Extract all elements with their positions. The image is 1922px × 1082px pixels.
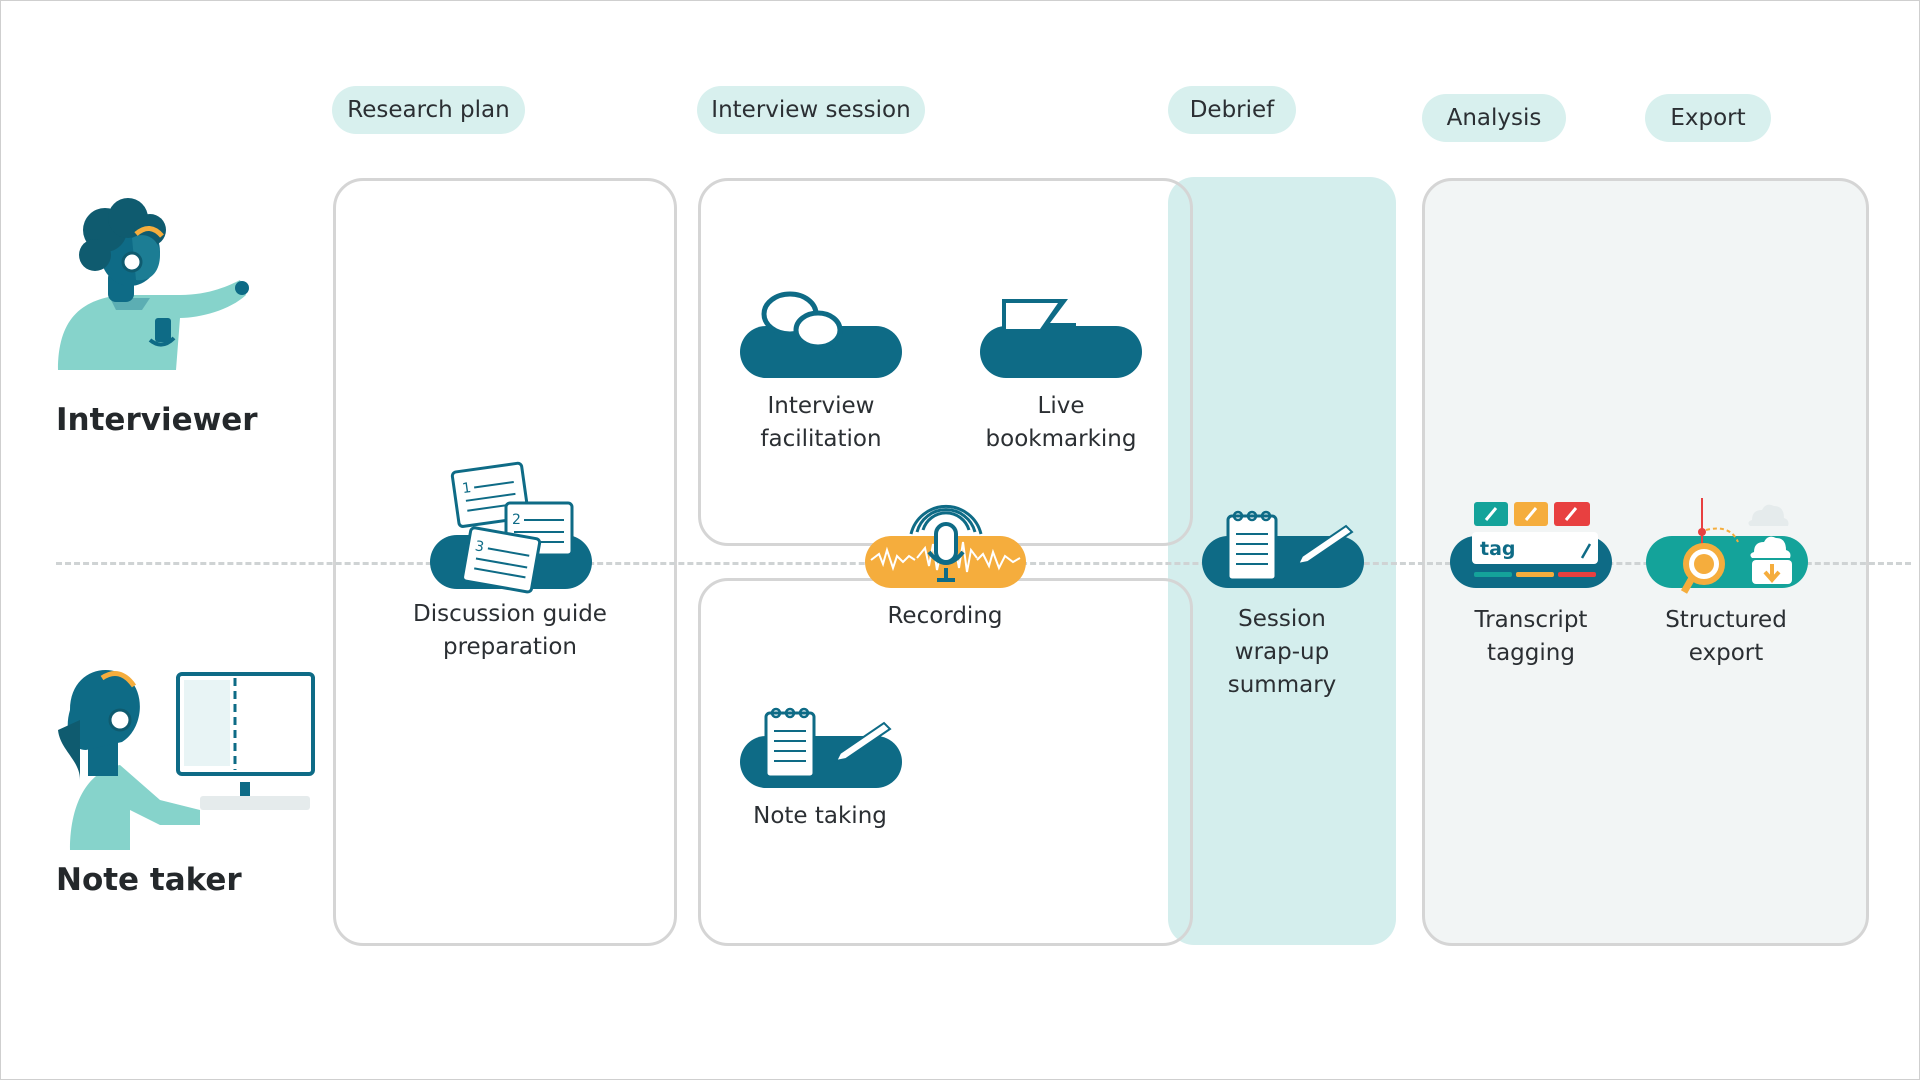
note-taking-label: Note taking — [753, 803, 887, 829]
magnifier-icon — [1680, 498, 1739, 594]
role-interviewer: Interviewer — [56, 402, 258, 438]
stage-interview-session: Interview session — [697, 86, 925, 134]
recording-label: Recording — [887, 603, 1003, 629]
stage-research-plan: Research plan — [332, 86, 525, 134]
transcript-tagging-label: Transcript tagging — [1474, 607, 1588, 666]
svg-text:2: 2 — [512, 512, 521, 528]
interview-facilitation-label: Interview facilitation — [760, 393, 882, 452]
stage-analysis: Analysis — [1422, 94, 1566, 142]
stage-debrief: Debrief — [1168, 86, 1296, 134]
documents-icon: 1 2 3 — [450, 461, 574, 594]
interviewer-avatar-icon — [58, 198, 249, 370]
notepad-pen-icon — [1226, 510, 1354, 582]
microphone-icon — [870, 504, 1021, 582]
session-wrapup-label: Session wrap-up summary — [1227, 606, 1337, 698]
svg-text:1: 1 — [461, 480, 472, 497]
chat-bubbles-icon — [761, 291, 843, 354]
note-taker-avatar-icon — [58, 670, 315, 850]
tag-chip-text: tag — [1480, 538, 1516, 560]
structured-export-label: Structured export — [1665, 607, 1787, 666]
stage-export: Export — [1645, 94, 1771, 142]
live-bookmarking-label: Live bookmarking — [985, 393, 1137, 452]
cloud-download-icon — [1748, 504, 1792, 584]
flag-icon — [1002, 299, 1076, 347]
svg-text:3: 3 — [474, 538, 486, 555]
notepad-pen-icon — [764, 707, 892, 779]
discussion-guide-label: Discussion guide preparation — [413, 601, 607, 660]
tag-icon — [1472, 502, 1598, 577]
role-note-taker: Note taker — [56, 862, 242, 898]
